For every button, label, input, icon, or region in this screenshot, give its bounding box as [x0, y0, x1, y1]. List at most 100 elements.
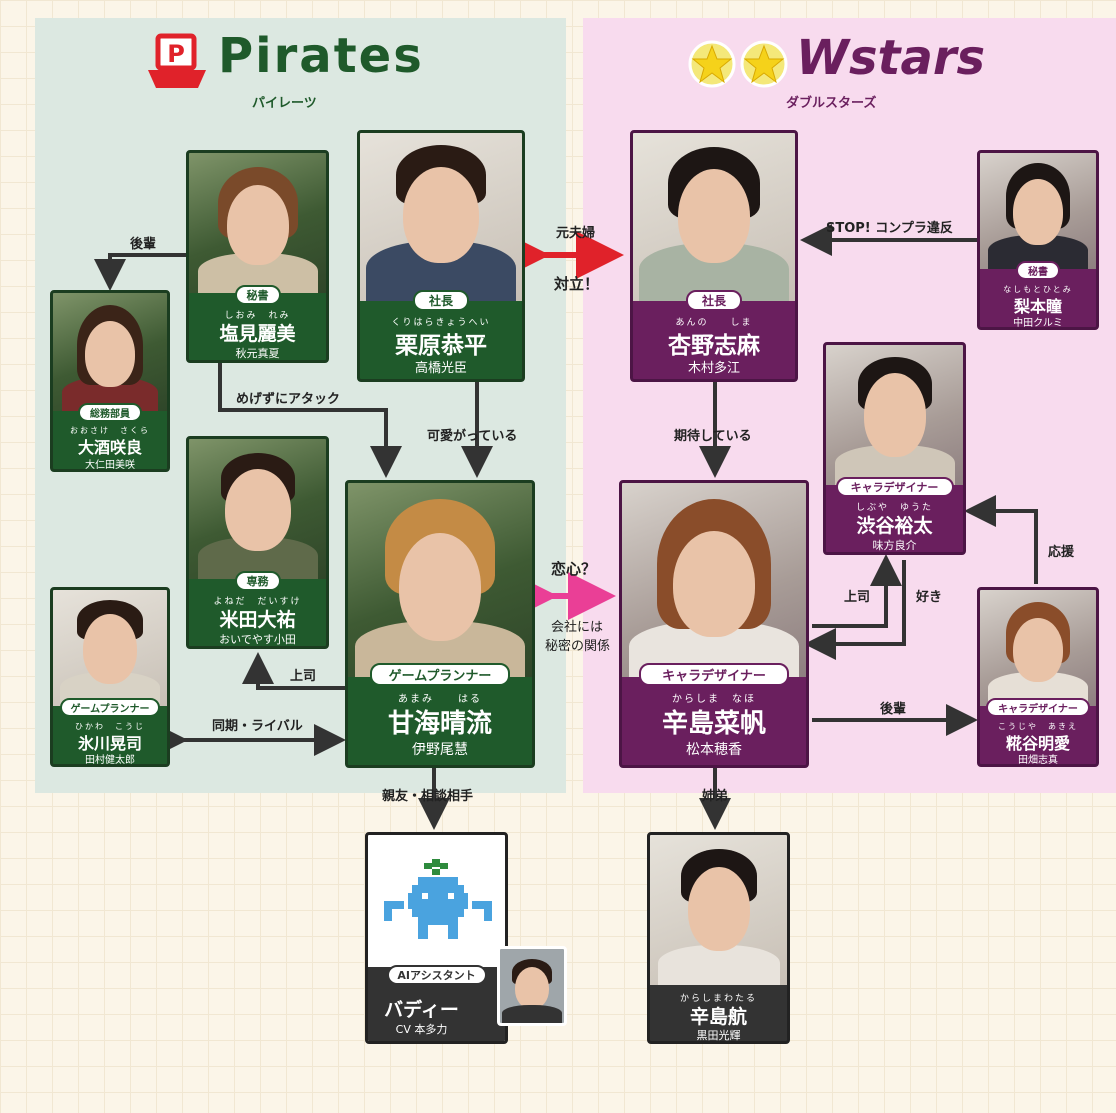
- kurihara-name: 栗原恭平: [395, 333, 487, 359]
- arrow-kohai-left: [94, 253, 186, 291]
- kurihara-ruby: くりはらきょうへい: [391, 318, 491, 328]
- double-star-logo-icon: [688, 40, 788, 88]
- ozake-actor: 大仁田美咲: [85, 460, 135, 471]
- wataru-ruby: からしまわたる: [679, 994, 757, 1004]
- kouji-name: 糀谷明愛: [1005, 734, 1070, 753]
- shiomi-name: 塩見麗美: [219, 323, 296, 345]
- character-card-hikawa[interactable]: ゲームプランナー ひかわ こうじ 氷川晃司 田村健太郎: [50, 587, 170, 767]
- anno-name: 杏野志麻: [668, 333, 760, 359]
- label-kitai: 期待している: [674, 429, 752, 444]
- character-card-nashimoto[interactable]: 秘書 なしもとひとみ 梨本瞳 中田クルミ: [977, 150, 1099, 330]
- label-kyoudai: 姉弟: [702, 789, 729, 804]
- hikawa-actor: 田村健太郎: [85, 755, 135, 766]
- kouji-photo: [980, 590, 1096, 706]
- buddy-name: バディー: [384, 999, 459, 1021]
- arrow-ouen: [964, 495, 1038, 584]
- character-card-ozake[interactable]: 総務部員 おおさけ さくら 大酒咲良 大仁田美咲: [50, 290, 170, 472]
- arrow-joushi-right: [812, 554, 902, 628]
- arrow-suki: [804, 560, 906, 660]
- label-himitsu-line1: 会社には: [551, 620, 604, 635]
- hikawa-role-badge: ゲームプランナー: [60, 698, 160, 717]
- label-himitsu-line2: 秘密の関係: [545, 639, 611, 654]
- wataru-actor: 黒田光輝: [696, 1029, 741, 1042]
- karashima-name: 辛島菜帆: [661, 709, 766, 739]
- yoneda-role-badge: 専務: [234, 571, 281, 591]
- label-suki: 好き: [916, 590, 943, 605]
- hikawa-name: 氷川晃司: [77, 734, 142, 753]
- yoneda-actor: おいでやす小田: [219, 633, 296, 646]
- arrow-megezu: [218, 363, 402, 478]
- shiomi-photo: [189, 153, 326, 293]
- amami-role-badge: ゲームプランナー: [370, 663, 510, 686]
- svg-text:P: P: [167, 40, 185, 68]
- label-kohai-left: 後輩: [130, 237, 157, 252]
- wstars-logo-title: Wstars: [796, 30, 986, 86]
- karashima-role-badge: キャラデザイナー: [639, 663, 789, 686]
- character-card-shiomi[interactable]: 秘書 しおみ れみ 塩見麗美 秋元真夏: [186, 150, 329, 363]
- karashima-actor: 松本穂香: [686, 742, 742, 758]
- label-ouen: 応援: [1048, 545, 1075, 560]
- nashimoto-name: 梨本瞳: [1013, 297, 1062, 316]
- shibuya-photo: [826, 345, 963, 485]
- ozake-photo: [53, 293, 167, 411]
- character-card-kouji[interactable]: キャラデザイナー こうじや あきえ 糀谷明愛 田畑志真: [977, 587, 1099, 767]
- label-douki: 同期・ライバル: [212, 719, 303, 734]
- shibuya-name: 渋谷裕太: [856, 515, 933, 537]
- amami-actor: 伊野尾慧: [412, 742, 468, 758]
- character-card-kurihara[interactable]: 社長 くりはらきょうへい 栗原恭平 高橋光臣: [357, 130, 525, 382]
- label-motofuufu: 元夫婦: [556, 226, 596, 241]
- karashima-photo: [622, 483, 806, 677]
- nashimoto-ruby: なしもとひとみ: [1003, 285, 1073, 294]
- kurihara-role-badge: 社長: [413, 290, 469, 311]
- anno-actor: 木村多江: [687, 361, 740, 376]
- pirates-logo-title: Pirates: [218, 28, 424, 84]
- shibuya-role-badge: キャラデザイナー: [835, 477, 954, 497]
- character-card-karashima[interactable]: キャラデザイナー からしま なほ 辛島菜帆 松本穂香: [619, 480, 809, 768]
- character-card-wataru[interactable]: からしまわたる 辛島航 黒田光輝: [647, 832, 790, 1044]
- label-kawaigatte: 可愛がっている: [427, 429, 518, 444]
- shibuya-actor: 味方良介: [872, 539, 917, 552]
- kouji-actor: 田畑志真: [1018, 755, 1058, 766]
- ozake-ruby: おおさけ さくら: [70, 426, 150, 435]
- anno-ruby: あんの しま: [675, 318, 753, 328]
- nashimoto-role-badge: 秘書: [1016, 261, 1060, 280]
- kurihara-photo: [360, 133, 522, 301]
- amami-ruby: あまみ はる: [398, 694, 482, 705]
- wstars-logo-reading: ダブルスターズ: [786, 96, 877, 111]
- hikawa-photo: [53, 590, 167, 706]
- shiomi-role-badge: 秘書: [234, 285, 281, 305]
- arrow-joushi-left: [242, 652, 345, 690]
- label-koigokoro: 恋心？: [551, 560, 597, 578]
- ozake-role-badge: 総務部員: [78, 403, 142, 422]
- kurihara-actor: 高橋光臣: [414, 361, 467, 376]
- amami-name: 甘海晴流: [387, 709, 492, 739]
- buddy-role-badge: AIアシスタント: [386, 965, 487, 985]
- ozake-name: 大酒咲良: [77, 438, 142, 457]
- pirate-ship-logo-icon: P: [148, 33, 206, 88]
- shiomi-actor: 秋元真夏: [235, 347, 280, 360]
- label-stop: STOP! コンプラ違反: [826, 221, 953, 236]
- yoneda-name: 米田大祐: [219, 609, 296, 631]
- character-card-yoneda[interactable]: 専務 よねだ だいすけ 米田大祐 おいでやす小田: [186, 436, 329, 649]
- shiomi-ruby: しおみ れみ: [224, 311, 291, 321]
- wataru-photo: [650, 835, 787, 985]
- label-joushi-right: 上司: [844, 590, 871, 605]
- label-tairitsu: 対立！: [554, 275, 600, 293]
- kouji-role-badge: キャラデザイナー: [986, 698, 1090, 717]
- label-kohai-right: 後輩: [880, 702, 907, 717]
- character-card-buddy[interactable]: AIアシスタント バディー CV 本多力: [365, 832, 508, 1044]
- character-card-amami[interactable]: ゲームプランナー あまみ はる 甘海晴流 伊野尾慧: [345, 480, 535, 768]
- label-megezu: めげずにアタック: [236, 392, 341, 407]
- character-card-anno[interactable]: 社長 あんの しま 杏野志麻 木村多江: [630, 130, 798, 382]
- character-card-shibuya[interactable]: キャラデザイナー しぶや ゆうた 渋谷裕太 味方良介: [823, 342, 966, 555]
- label-joushi-left: 上司: [290, 669, 317, 684]
- hikawa-ruby: ひかわ こうじ: [75, 722, 145, 731]
- wataru-name: 辛島航: [689, 1006, 747, 1028]
- karashima-ruby: からしま なほ: [672, 694, 756, 705]
- anno-role-badge: 社長: [686, 290, 742, 311]
- pirates-logo-reading: パイレーツ: [252, 96, 317, 111]
- nashimoto-photo: [980, 153, 1096, 269]
- nashimoto-actor: 中田クルミ: [1013, 318, 1063, 329]
- yoneda-ruby: よねだ だいすけ: [213, 597, 302, 607]
